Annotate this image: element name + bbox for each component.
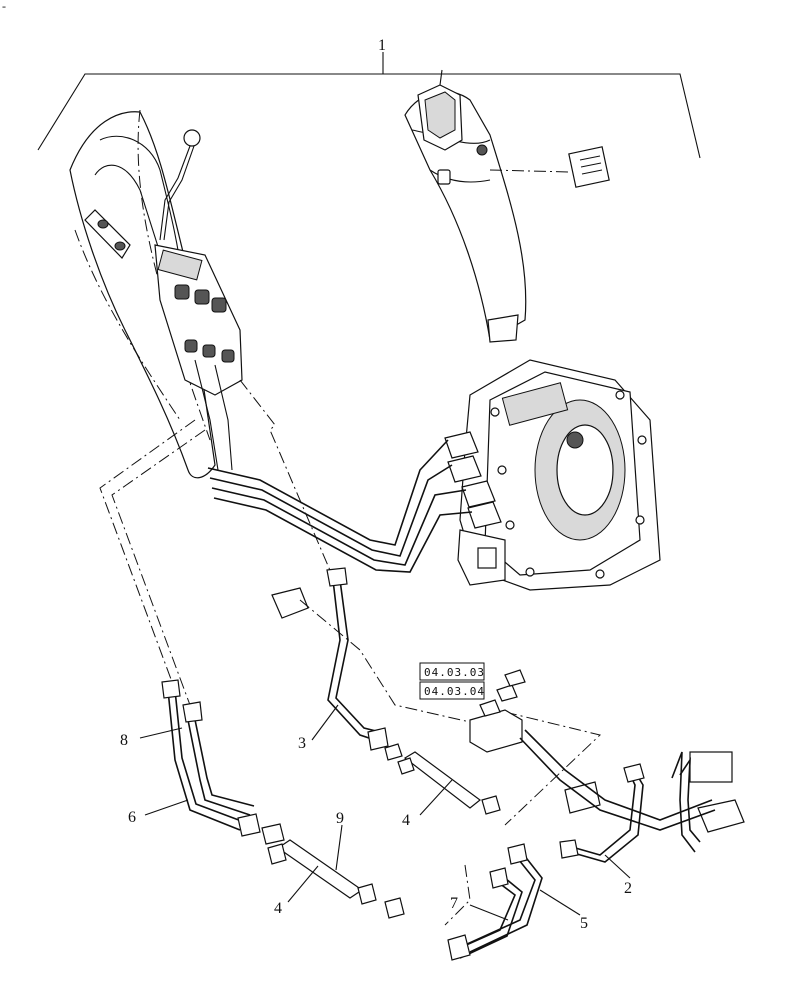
joystick-fender-icon: [404, 69, 571, 343]
leader-lines: [139, 704, 631, 921]
lower-valve-icon: [469, 669, 745, 833]
control-lever-icon: [159, 129, 201, 241]
corner-mark: -: [2, 0, 6, 13]
callout-1[interactable]: 1: [378, 37, 386, 54]
pipe-icon: [207, 439, 473, 573]
hose-9-icon: [267, 839, 405, 919]
fitting-icon: [444, 431, 502, 529]
assembly-bracket: [37, 52, 701, 159]
routing-lines: [99, 379, 602, 826]
transmission-housing-icon: [457, 359, 661, 591]
reference-label-1[interactable]: 04.03.03: [424, 666, 485, 679]
callout-5[interactable]: 5: [580, 915, 588, 932]
hose-icon: [384, 743, 501, 815]
pipe-6-8-icon: [161, 679, 285, 845]
reference-label-2[interactable]: 04.03.04: [424, 685, 485, 698]
pipe-3-icon: [271, 567, 471, 751]
callout-3[interactable]: 3: [298, 735, 306, 752]
callout-9[interactable]: 9: [336, 810, 344, 827]
decal-icon: [568, 146, 610, 188]
callouts: 1 2 3 4 4 5 6 7 8 9: [120, 37, 632, 932]
pipe-2-icon: [519, 729, 716, 863]
pipe-5-7-icon: [444, 843, 543, 961]
callout-8[interactable]: 8: [120, 732, 128, 749]
callout-4a[interactable]: 4: [402, 812, 410, 829]
callout-4b[interactable]: 4: [274, 900, 282, 917]
callout-6[interactable]: 6: [128, 809, 136, 826]
valve-block-icon: [154, 244, 243, 471]
callout-7[interactable]: 7: [450, 895, 458, 912]
reference-boxes: 04.03.03 04.03.04: [419, 662, 485, 700]
callout-2[interactable]: 2: [624, 880, 632, 897]
fender-console-icon: [69, 109, 216, 479]
